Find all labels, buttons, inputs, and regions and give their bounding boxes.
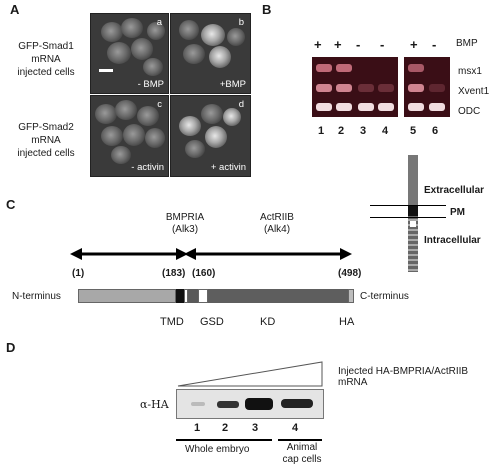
micrograph-a: a - BMP [90,13,169,94]
panel-a-letter: A [10,2,20,17]
tile-c-corner: c [157,99,162,110]
domain-labels: TMD GSD KD HA [0,316,500,330]
lane-2: 2 [338,125,345,137]
tile-d-caption: + activin [210,162,246,173]
blot-lanes: 1 2 3 4 [176,422,326,436]
receptor-bar [78,289,354,303]
blot-lane-3: 3 [252,422,259,434]
panel-b-letter: B [262,2,272,17]
animal-cap-bar [278,439,322,441]
actriib-name: ActRIIB [260,212,294,223]
tile-b-corner: b [238,17,244,28]
panel-c-letter: C [6,197,16,212]
lane-5: 5 [410,125,417,137]
mrna-label: Injected HA-BMPRIA/ActRIIB mRNA [338,366,469,388]
whole-embryo-label: Whole embryo [185,444,250,455]
sign-lane-3: - [356,37,361,52]
gel-left [312,57,398,117]
bmpria-label: BMPRIA (Alk3) [150,212,220,236]
ha-label: α-HA [140,398,169,411]
row-odc: ODC [458,106,481,117]
blot-lane-4: 4 [292,422,299,434]
smad1-label-line3: injected cells [17,67,75,78]
n-terminus: N-terminus [12,291,61,302]
actriib-label: ActRIIB (Alk4) [242,212,312,236]
pos-160: (160) [192,268,216,279]
pos-1: (1) [72,268,85,279]
bmpria-name: BMPRIA [165,212,205,223]
bmpria-alk: (Alk3) [171,224,199,235]
tile-a-corner: a [156,17,162,28]
micrograph-d: d + activin [170,95,251,177]
sign-lane-2: + [334,37,342,52]
smad2-label-line3: injected cells [17,148,75,159]
animal-cap-label: Animal cap cells [272,442,332,466]
lane-1: 1 [318,125,325,137]
domain-gsd: GSD [200,316,224,328]
micrograph-c: c - activin [90,95,169,177]
mrna-gradient-wedge [177,361,323,387]
pos-498: (498) [338,268,362,279]
smad1-label-line1: GFP-Smad1 [18,41,74,52]
row-msx1: msx1 [458,66,482,77]
animal-cap-line1: Animal [286,442,318,453]
blot-lane-1: 1 [194,422,201,434]
sign-lane-1: + [314,37,322,52]
lane-3: 3 [360,125,367,137]
lane-numbers: 1 2 3 4 5 6 [312,125,462,139]
c-terminus: C-terminus [360,291,409,302]
smad1-row-label: GFP-Smad1 mRNA injected cells [2,40,90,79]
domain-kd: KD [260,316,276,328]
domain-arrows [70,248,352,260]
micrograph-b: b +BMP [170,13,251,94]
smad2-row-label: GFP-Smad2 mRNA injected cells [2,121,90,160]
blot-lane-2: 2 [222,422,229,434]
bmp-label: BMP [456,38,478,49]
whole-embryo-bar [176,439,272,441]
pos-183: (183) [162,268,186,279]
extracellular-label: Extracellular [424,185,485,196]
sign-lane-4: - [380,37,385,52]
smad2-label-line2: mRNA [31,135,61,146]
smad2-label-line1: GFP-Smad2 [18,122,74,133]
animal-cap-line2: cap cells [282,454,322,465]
position-labels: (1) (183) (160) (498) [0,268,500,280]
smad1-label-line2: mRNA [31,54,61,65]
tile-a-caption: - BMP [137,79,164,90]
membrane-schematic: Extracellular PM Intracellular [370,155,500,275]
row-xvent1: Xvent1 [458,86,490,97]
tile-b-caption: +BMP [219,79,246,90]
tile-d-corner: d [238,99,244,110]
sign-lane-6: - [432,37,437,52]
tile-c-caption: - activin [131,162,164,173]
scale-bar [99,69,113,72]
gel-right [404,57,450,117]
domain-ha: HA [339,316,355,328]
intracellular-label: Intracellular [424,235,481,246]
bmp-signs: + + - - + - [312,37,462,52]
actriib-alk: (Alk4) [263,224,291,235]
domain-tmd: TMD [160,316,184,328]
panel-d-letter: D [6,340,16,355]
lane-4: 4 [382,125,389,137]
sign-lane-5: + [410,37,418,52]
lane-6: 6 [432,125,439,137]
western-blot [176,389,324,419]
pm-label: PM [450,207,465,218]
